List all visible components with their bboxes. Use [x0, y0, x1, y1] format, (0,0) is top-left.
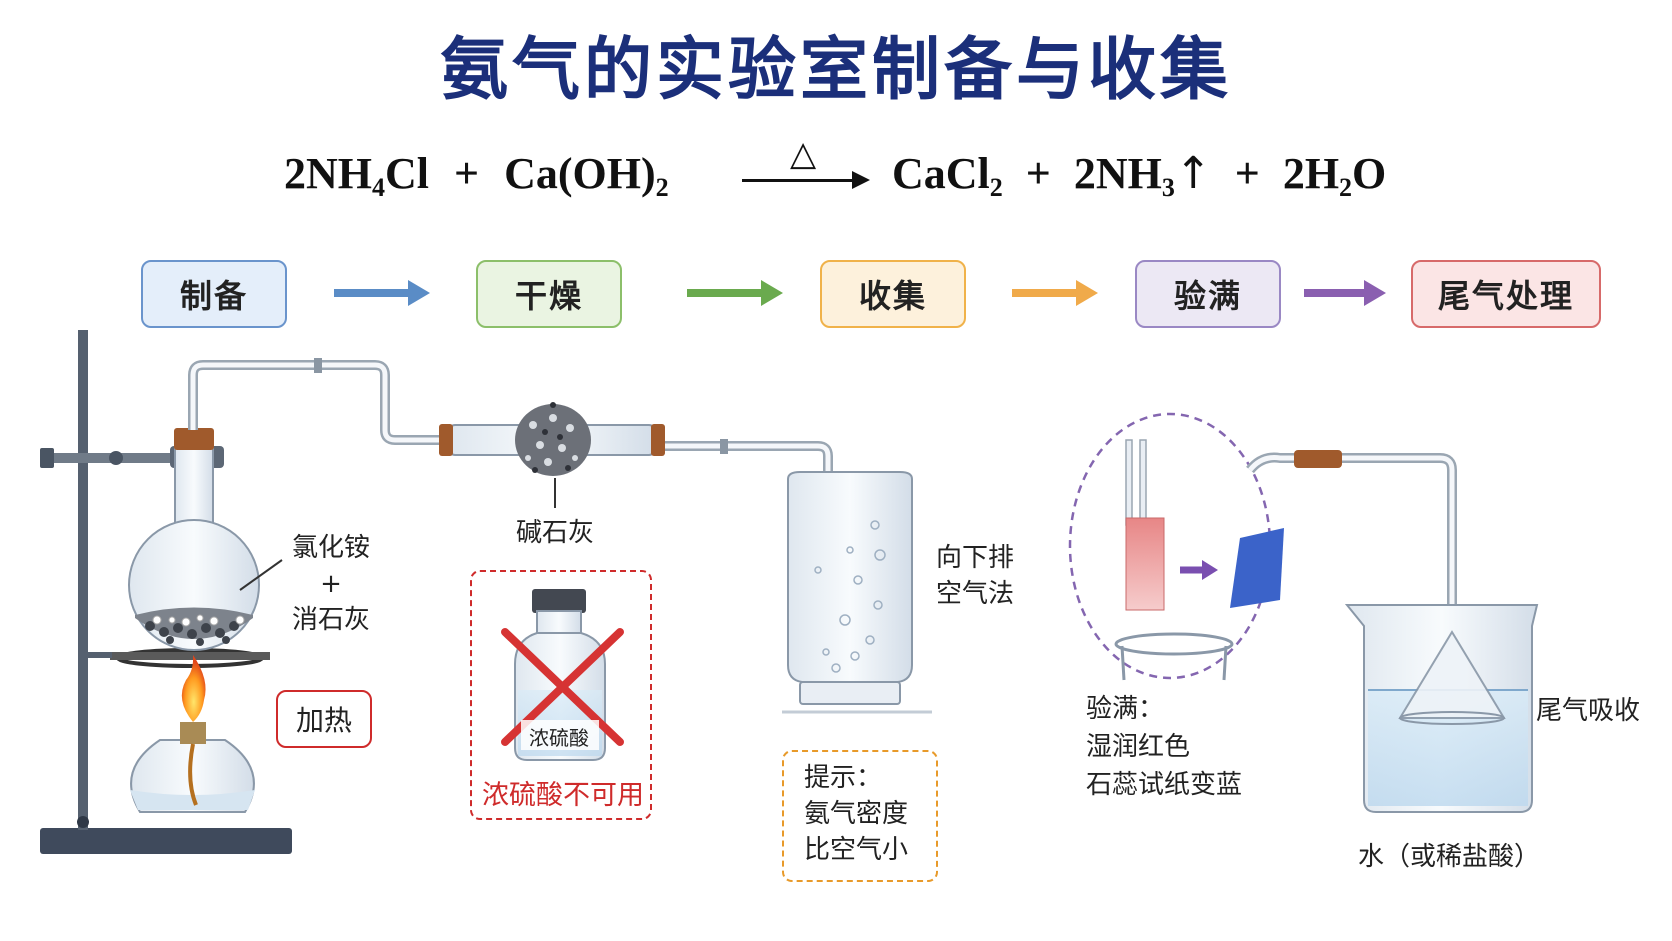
warning-box	[470, 570, 652, 820]
heat-label: 加热	[276, 690, 372, 748]
plus-sign: +	[1234, 149, 1260, 198]
alcohol-lamp-icon	[130, 655, 255, 813]
warning-text: 浓硫酸不可用	[482, 780, 644, 811]
product-2: 2NH3↑	[1073, 148, 1212, 202]
reactant-2: Ca(OH)2	[504, 149, 669, 202]
gas-collection-jar-icon	[782, 471, 932, 714]
heat-condition-icon: △	[790, 134, 817, 174]
plus-sign: +	[1025, 149, 1051, 198]
product-3: 2H2O	[1282, 149, 1387, 202]
step-check-full: 验满	[1135, 260, 1281, 328]
equation-left: 2NH4Cl + Ca(OH)2	[284, 148, 669, 218]
absorb-liquid-label: 水（或稀盐酸）	[1358, 842, 1541, 872]
step-dry: 干燥	[476, 260, 622, 328]
litmus-test-icon	[1068, 412, 1284, 681]
flow-arrow-icon	[1012, 280, 1098, 306]
round-bottom-flask-icon	[128, 428, 283, 651]
flow-arrow-icon	[334, 280, 430, 306]
flow-arrow-icon	[1304, 280, 1386, 306]
gas-arrow-icon: ↑	[1174, 148, 1212, 199]
absorb-label: 尾气吸收	[1536, 696, 1641, 726]
collection-method-label: 向下排 空气法	[936, 543, 1015, 609]
reaction-arrow: △	[742, 134, 870, 194]
step-prepare: 制备	[141, 260, 287, 328]
tail-gas-absorber-icon	[1246, 450, 1539, 813]
check-full-text: 验满： 湿润红色 石蕊试纸变蓝	[1086, 694, 1243, 800]
reactant-1: 2NH4Cl	[284, 149, 429, 202]
drying-agent-label: 碱石灰	[516, 518, 595, 548]
equation-right: CaCl2 + 2NH3↑ + 2H2O	[892, 148, 1386, 218]
step-collect: 收集	[820, 260, 966, 328]
reagents-label: 氯化铵 + 消石灰	[291, 533, 370, 635]
drying-tube-icon	[439, 402, 665, 508]
sulfuric-acid-bottle-icon	[501, 589, 624, 761]
bottle-label: 浓硫酸	[529, 726, 589, 750]
tip-box	[782, 750, 938, 882]
page-title: 氨气的实验室制备与收集	[439, 31, 1232, 110]
product-1: CaCl2	[892, 149, 1003, 202]
plus-sign: +	[454, 149, 480, 198]
flow-arrow-icon	[687, 280, 783, 306]
step-tail-gas: 尾气处理	[1411, 260, 1601, 328]
tip-text: 提示： 氨气密度 比空气小	[804, 763, 909, 865]
